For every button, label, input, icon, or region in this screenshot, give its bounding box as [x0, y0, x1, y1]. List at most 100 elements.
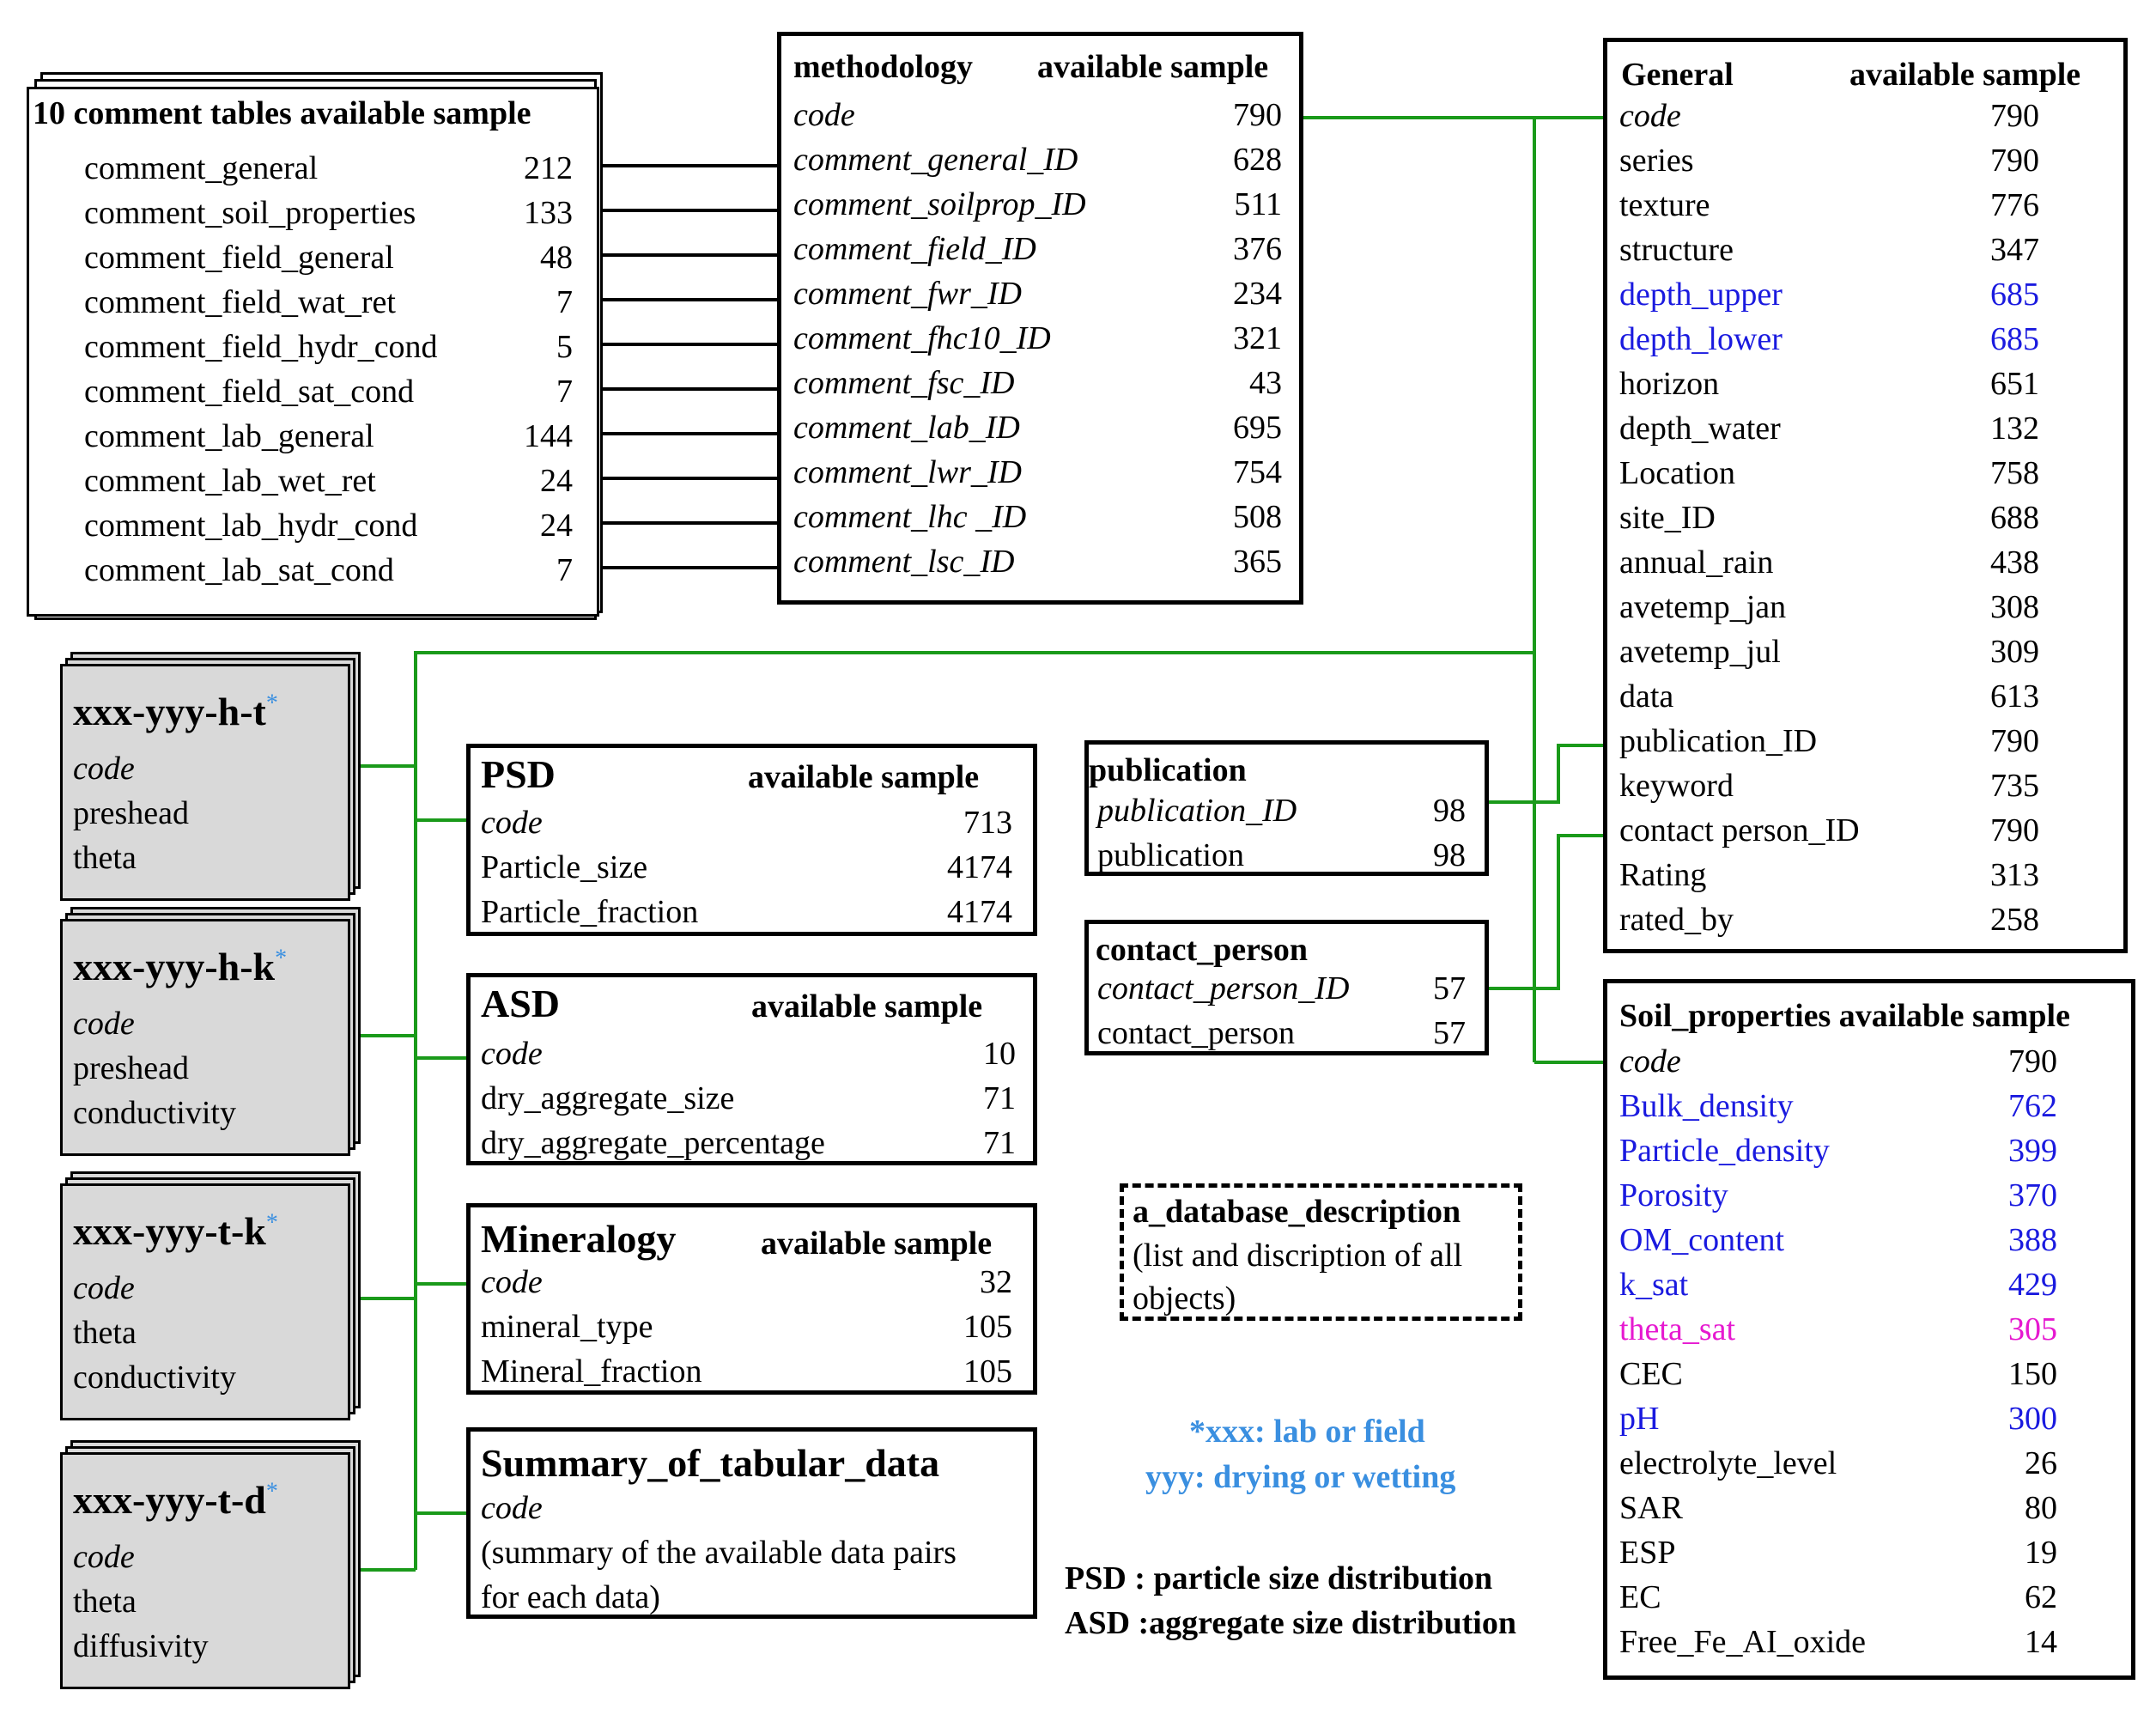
soil-row-value: 62 — [2025, 1579, 2057, 1615]
general-row-value: 688 — [1990, 500, 2039, 536]
methodology-row-value: 376 — [1233, 231, 1282, 267]
comment-row-value: 48 — [540, 240, 573, 276]
methodology-sample-label: available sample — [1037, 49, 1269, 85]
general-row-value: 790 — [1990, 812, 2039, 848]
general-title: General — [1621, 57, 1734, 93]
mineralogy-row-name: mineral_type — [481, 1309, 653, 1345]
soil-row-value: 370 — [2008, 1177, 2057, 1213]
psd-row-name: Particle_size — [481, 849, 648, 885]
hydro-table-title-text: xxx-yyy-h-t — [73, 690, 266, 733]
methodology-row-value: 234 — [1233, 276, 1282, 312]
methodology-row-name: comment_lhc _ID — [793, 499, 1027, 535]
mineralogy-row-name: code — [481, 1264, 543, 1300]
comment-links — [601, 164, 777, 569]
general-row-value: 347 — [1990, 232, 2039, 268]
mineralogy-sample-label: available sample — [761, 1225, 993, 1262]
database-description-box[interactable]: a_database_description (list and discrip… — [1120, 1183, 1522, 1321]
publication-row-name: publication_ID — [1097, 793, 1297, 829]
green-links — [361, 116, 1607, 1572]
summary-box[interactable]: Summary_of_tabular_data code (summary of… — [466, 1427, 1037, 1619]
general-row-value: 613 — [1990, 678, 2039, 715]
general-row-name: rated_by — [1619, 902, 1734, 938]
soil-row-value: 790 — [2008, 1043, 2057, 1079]
general-row-name: series — [1619, 143, 1694, 179]
soil-row-name: k_sat — [1619, 1267, 1689, 1303]
general-row-name: code — [1619, 98, 1681, 134]
methodology-row-name: comment_fsc_ID — [793, 365, 1015, 401]
general-row-name: contact person_ID — [1619, 812, 1860, 848]
mineralogy-row-name: Mineral_fraction — [481, 1353, 702, 1390]
publication-row-name: publication — [1097, 837, 1244, 873]
asd-row-value: 71 — [983, 1080, 1016, 1116]
soil-row-value: 399 — [2008, 1133, 2057, 1169]
general-row-name: publication_ID — [1619, 723, 1818, 759]
soil-row-value: 388 — [2008, 1222, 2057, 1258]
hydro-table-field: code — [73, 1539, 135, 1575]
comment-row-name: comment_lab_sat_cond — [84, 552, 394, 588]
general-row-value: 776 — [1990, 187, 2039, 223]
general-row-name: horizon — [1619, 366, 1720, 402]
legend-psd: PSD : particle size distribution — [1065, 1560, 1493, 1596]
methodology-row-name: comment_soilprop_ID — [793, 186, 1086, 222]
comment-tables-box[interactable]: 10 comment tables available sample comme… — [27, 87, 599, 617]
methodology-title: methodology — [793, 49, 973, 85]
methodology-row-value: 508 — [1233, 499, 1282, 535]
soil-row-name: Particle_density — [1619, 1133, 1830, 1169]
mineralogy-box[interactable]: Mineralogy available sample code 32 minera… — [466, 1203, 1037, 1395]
comment-row-value: 144 — [524, 418, 573, 454]
comment-row-name: comment_general — [84, 150, 319, 186]
methodology-row-name: comment_lsc_ID — [793, 544, 1015, 580]
hydro-table-title: xxx-yyy-h-t* — [73, 689, 278, 734]
soil-row-name: EC — [1619, 1579, 1661, 1615]
comment-row-value: 212 — [524, 150, 573, 186]
psd-title: PSD — [481, 752, 556, 796]
asd-row-value: 10 — [983, 1036, 1016, 1072]
contact-person-title: contact_person — [1096, 932, 1308, 968]
comment-row-value: 5 — [556, 329, 573, 365]
psd-row-value: 4174 — [947, 849, 1012, 885]
comment-row-value: 7 — [556, 284, 573, 320]
soil-row-value: 19 — [2025, 1535, 2057, 1571]
soil-row-value: 762 — [2008, 1088, 2057, 1124]
publication-row-value: 98 — [1433, 837, 1466, 873]
comment-row-value: 24 — [540, 508, 573, 544]
hydro-table-star: * — [265, 1209, 278, 1237]
general-row-value: 685 — [1990, 321, 2039, 357]
mineralogy-row-value: 32 — [980, 1264, 1012, 1300]
hydro-table-title-text: xxx-yyy-h-k — [73, 945, 276, 988]
soil-row-value: 150 — [2008, 1356, 2057, 1392]
general-row-name: keyword — [1619, 768, 1734, 804]
methodology-row-value: 695 — [1233, 410, 1282, 446]
database-description-title: a_database_description — [1133, 1194, 1461, 1230]
asd-row-name: code — [481, 1036, 543, 1072]
general-row-name: depth_upper — [1619, 277, 1782, 313]
hydro-table-title: xxx-yyy-h-k* — [73, 944, 287, 989]
general-row-value: 735 — [1990, 768, 2039, 804]
soil-row-value: 300 — [2008, 1401, 2057, 1437]
soil-row-name: ESP — [1619, 1535, 1676, 1571]
database-description-line-1: (list and discription of all — [1133, 1238, 1463, 1274]
methodology-row-name: comment_lwr_ID — [793, 454, 1022, 490]
summary-title: Summary_of_tabular_data — [481, 1441, 940, 1485]
methodology-row-value: 790 — [1233, 97, 1282, 133]
general-row-value: 308 — [1990, 589, 2039, 625]
psd-sample-label: available sample — [748, 759, 980, 795]
mineralogy-title: Mineralogy — [481, 1217, 677, 1261]
general-row-value: 790 — [1990, 143, 2039, 179]
summary-desc-2: for each data) — [481, 1579, 660, 1615]
database-description-line-2: objects) — [1133, 1280, 1236, 1317]
summary-desc-1: (summary of the available data pairs — [481, 1535, 957, 1571]
methodology-row-value: 43 — [1249, 365, 1282, 401]
general-row-value: 790 — [1990, 98, 2039, 134]
